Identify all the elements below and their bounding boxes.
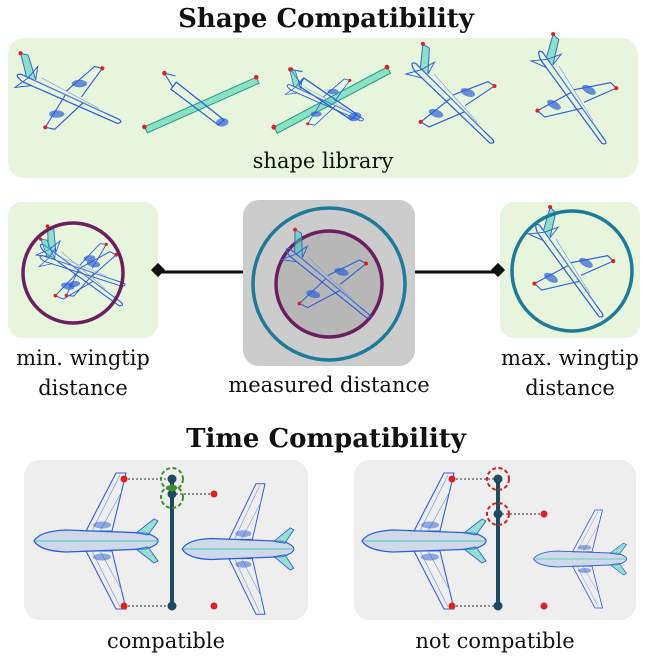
max-wingtip-panel	[500, 202, 640, 338]
max-wingtip-label-line2: distance	[525, 376, 615, 400]
compatible-wingtips	[120, 475, 218, 610]
compatible-ring-top	[160, 467, 184, 491]
max-distance-circle	[510, 209, 634, 333]
shape-library-label: shape library	[252, 149, 394, 173]
shape-compatibility-title: Shape Compatibility	[178, 4, 474, 34]
min-wingtip-label: min. wingtip distance	[0, 343, 166, 403]
incompatible-ring-bottom	[486, 502, 510, 526]
max-wingtip-label-line1: max. wingtip	[501, 346, 639, 370]
measured-min-circle	[274, 229, 384, 339]
max-wingtip-label: max. wingtip distance	[488, 343, 652, 403]
not-compatible-panel	[354, 460, 636, 620]
compatible-label: compatible	[106, 629, 226, 653]
incompatible-ring-top	[486, 467, 510, 491]
min-connector-diamond	[150, 262, 166, 278]
measured-max-circle	[251, 206, 407, 362]
min-wingtip-label-line2: distance	[38, 376, 128, 400]
not-compatible-wingtips	[448, 475, 548, 610]
min-distance-circle	[21, 221, 125, 325]
not-compatible-label: not compatible	[415, 629, 575, 653]
max-connector-diamond	[490, 262, 506, 278]
compatible-guides	[124, 478, 214, 607]
compatible-panel	[24, 460, 308, 620]
time-compatibility-title: Time Compatibility	[186, 424, 466, 454]
measured-distance-label: measured distance	[228, 373, 430, 397]
compatible-ring-bottom	[160, 485, 184, 509]
min-wingtip-label-line1: min. wingtip	[16, 346, 150, 370]
